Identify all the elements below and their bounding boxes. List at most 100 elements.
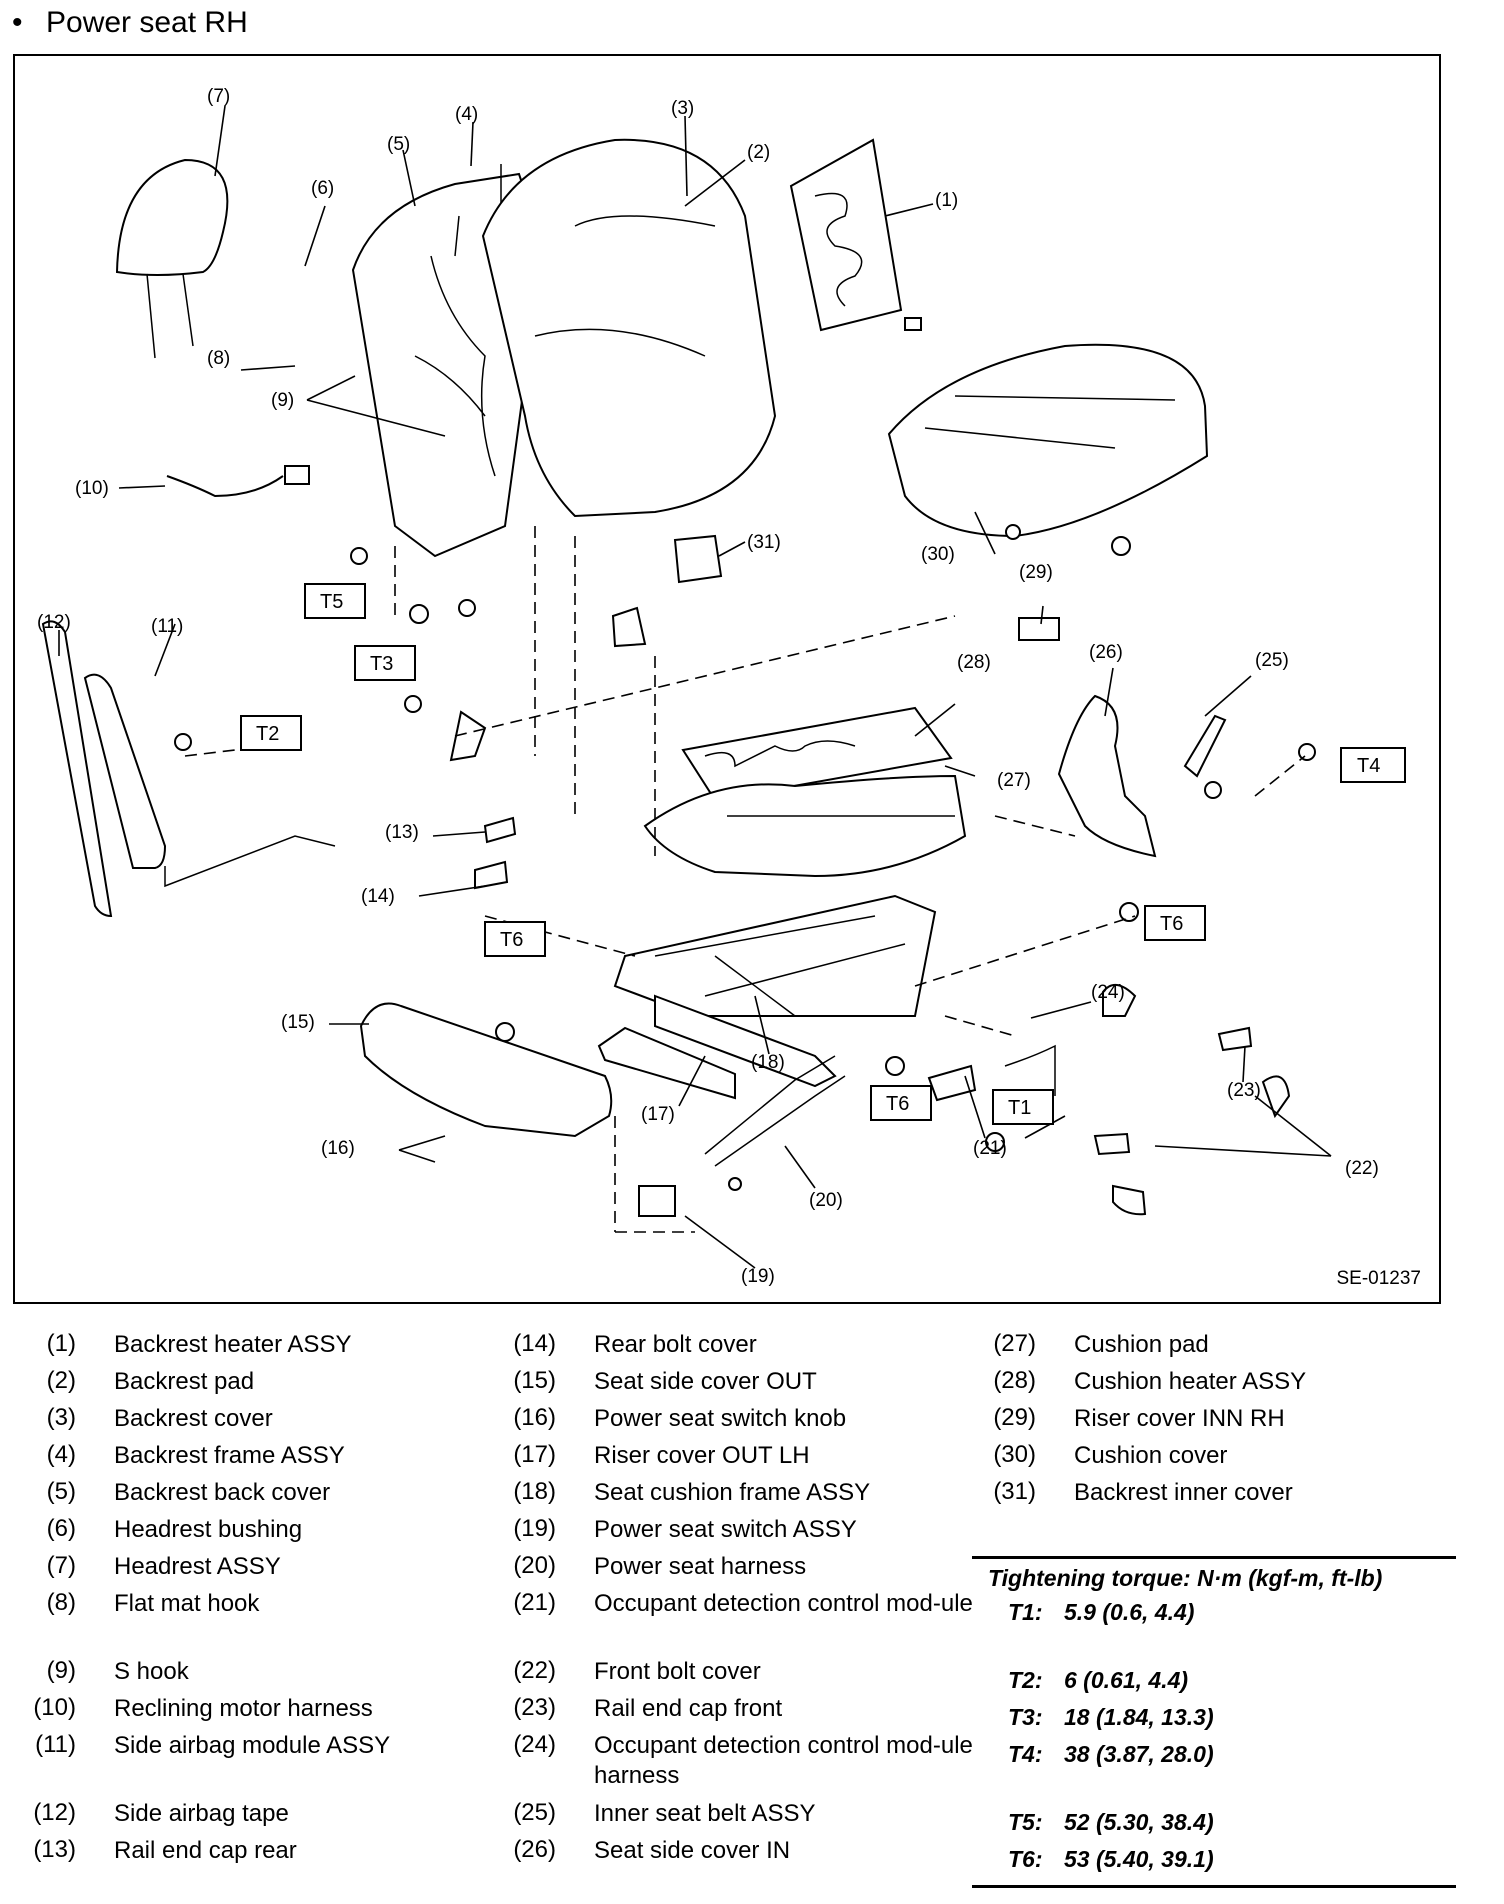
callout-4: (4) [455, 104, 478, 125]
legend-number: (3) [46, 1404, 76, 1431]
legend-text: S hook [114, 1658, 189, 1685]
legend-row: (17)Riser cover OUT LH [504, 1441, 974, 1478]
legend-number: (12) [33, 1799, 76, 1826]
callout-22: (22) [1345, 1158, 1379, 1179]
legend-row: (8)Flat mat hook [24, 1589, 494, 1657]
legend-text: Backrest cover [114, 1405, 273, 1432]
torque-value: 5.9 (0.6, 4.4) [1064, 1599, 1195, 1625]
legend-row: (5) Backrest back cover [24, 1478, 494, 1515]
callout-30: (30) [921, 544, 955, 565]
legend-number: (21) [513, 1589, 556, 1616]
cushion-cover-drawing [887, 343, 1209, 556]
legend-text: Headrest bushing [114, 1516, 303, 1543]
legend-row: (16)Power seat switch knob [504, 1404, 974, 1441]
torque-row: T4: 38 (3.87, 28.0) [972, 1741, 1456, 1809]
legend-column-2: (14)Rear bolt cover(15)Seat side cover O… [504, 1330, 974, 1873]
legend-number: (6) [46, 1515, 76, 1542]
document-id: SE-01237 [1336, 1268, 1421, 1289]
legend-text: Seat side cover IN [594, 1837, 791, 1864]
callout-9: (9) [271, 390, 294, 411]
legend-row: (12)Side airbag tape [24, 1799, 494, 1836]
legend-number: (28) [993, 1367, 1036, 1394]
legend-text: Cushion heater ASSY [1074, 1368, 1307, 1395]
legend-text: Headrest ASSY [114, 1553, 281, 1580]
legend-text: Backrest pad [114, 1368, 255, 1395]
callout-25: (25) [1255, 650, 1289, 671]
riser-cover-out-drawing [597, 1026, 736, 1100]
backrest-heater-drawing [789, 138, 922, 332]
exploded-view-diagram: T5 T3 T2 T4 T6 T6 T6 T1 (1) (2) (3) (4) … [13, 54, 1441, 1304]
legend-number: (27) [993, 1330, 1036, 1357]
legend-number: (1) [46, 1330, 76, 1357]
page-heading: •Power seat RH [12, 6, 248, 40]
legend-number: (19) [513, 1515, 556, 1542]
legend-text: Backrest heater ASSY [114, 1331, 352, 1358]
svg-text:T6: T6 [500, 929, 523, 951]
callout-28: (28) [957, 652, 991, 673]
assembly-lines [184, 526, 1306, 1233]
legend-number: (7) [46, 1552, 76, 1579]
legend-number: (8) [46, 1589, 76, 1616]
legend-row: (18)Seat cushion frame ASSY [504, 1478, 974, 1515]
legend-text: Backrest back cover [114, 1479, 331, 1506]
callout-14: (14) [361, 886, 395, 907]
legend-number: (31) [993, 1478, 1036, 1505]
callout-29: (29) [1019, 562, 1053, 583]
legend-text: Rail end cap rear [114, 1837, 297, 1864]
torque-table-rows: T1:5.9 (0.6, 4.4)T2:6 (0.61, 4.4)T3:18 (… [972, 1599, 1456, 1883]
callout-26: (26) [1089, 642, 1123, 663]
legend-number: (4) [46, 1441, 76, 1468]
torque-tag-t1: T1 [992, 1089, 1054, 1125]
callout-21: (21) [973, 1138, 1007, 1159]
callout-12: (12) [37, 612, 71, 633]
torque-value: 6 (0.61, 4.4) [1064, 1667, 1189, 1693]
legend-number: (5) [46, 1478, 76, 1505]
torque-key: T3: [1008, 1704, 1043, 1730]
legend-row: (7) Headrest ASSY [24, 1552, 494, 1589]
legend-text: Rail end cap front [594, 1695, 783, 1722]
legend-row: (28) Cushion heater ASSY [984, 1367, 1464, 1404]
legend-number: (20) [513, 1552, 556, 1579]
svg-text:T6: T6 [1160, 913, 1183, 935]
legend-number: (14) [513, 1330, 556, 1357]
legend-row: (26)Seat side cover IN [504, 1836, 974, 1873]
torque-tag-t3: T3 [354, 645, 416, 681]
torque-tag-t6-right: T6 [1144, 905, 1206, 941]
callout-8: (8) [207, 348, 230, 369]
power-seat-switch-drawing [638, 1055, 846, 1217]
legend-text: Backrest frame ASSY [114, 1442, 345, 1469]
callout-5: (5) [387, 134, 410, 155]
legend-text: Inner seat belt ASSY [594, 1800, 816, 1827]
callout-17: (17) [641, 1104, 675, 1125]
legend-row: (15)Seat side cover OUT [504, 1367, 974, 1404]
legend-row: (11)Side airbag module ASSY [24, 1731, 494, 1799]
torque-table-bottom-rule [972, 1885, 1456, 1888]
legend-text: Power seat switch knob [594, 1405, 847, 1432]
diagram-canvas: T5 T3 T2 T4 T6 T6 T6 T1 (1) (2) (3) (4) … [37, 86, 1406, 1287]
legend-row: (23)Rail end cap front [504, 1694, 974, 1731]
callout-27: (27) [997, 770, 1031, 791]
backrest-pad-drawing [481, 138, 777, 518]
legend-row: (25)Inner seat belt ASSY [504, 1799, 974, 1836]
legend-number: (30) [993, 1441, 1036, 1468]
torque-tag-t6-bottom: T6 [870, 1085, 932, 1121]
torque-row: T5:52 (5.30, 38.4) [972, 1809, 1456, 1846]
bullet: • [12, 6, 23, 39]
legend-row: (20)Power seat harness [504, 1552, 974, 1589]
svg-text:T1: T1 [1008, 1097, 1031, 1119]
torque-row: T1: 5.9 (0.6, 4.4) [972, 1599, 1456, 1667]
legend-text: Seat cushion frame ASSY [594, 1479, 871, 1506]
torque-value: 38 (3.87, 28.0) [1064, 1741, 1214, 1767]
torque-tag-t2: T2 [240, 715, 302, 751]
callout-labels: (1) (2) (3) (4) (5) (6) (7) (8) (9) (10)… [37, 86, 1379, 1287]
legend-number: (17) [513, 1441, 556, 1468]
legend-number: (24) [513, 1731, 556, 1758]
callout-13: (13) [385, 822, 419, 843]
legend-row: (31)Backrest inner cover [984, 1478, 1464, 1515]
torque-row: T3:18 (1.84, 13.3) [972, 1704, 1456, 1741]
torque-key: T4: [1008, 1741, 1043, 1767]
torque-key: T1: [1008, 1599, 1043, 1625]
callout-20: (20) [809, 1190, 843, 1211]
legend-text: Front bolt cover [594, 1658, 761, 1685]
callout-31: (31) [747, 532, 781, 553]
